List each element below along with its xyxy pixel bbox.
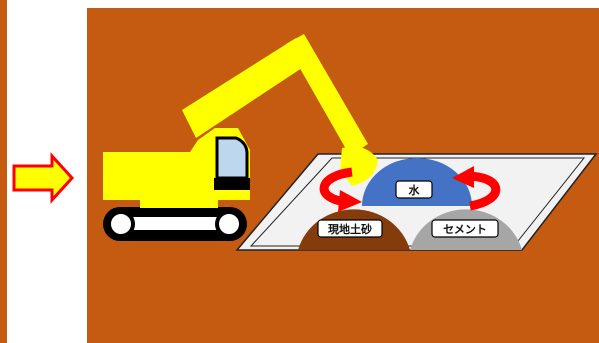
soil-label: 現地土砂 <box>328 222 372 236</box>
right-arrow-icon <box>14 156 72 200</box>
water-label: 水 <box>409 183 421 197</box>
cement-label: セメント <box>443 223 487 236</box>
